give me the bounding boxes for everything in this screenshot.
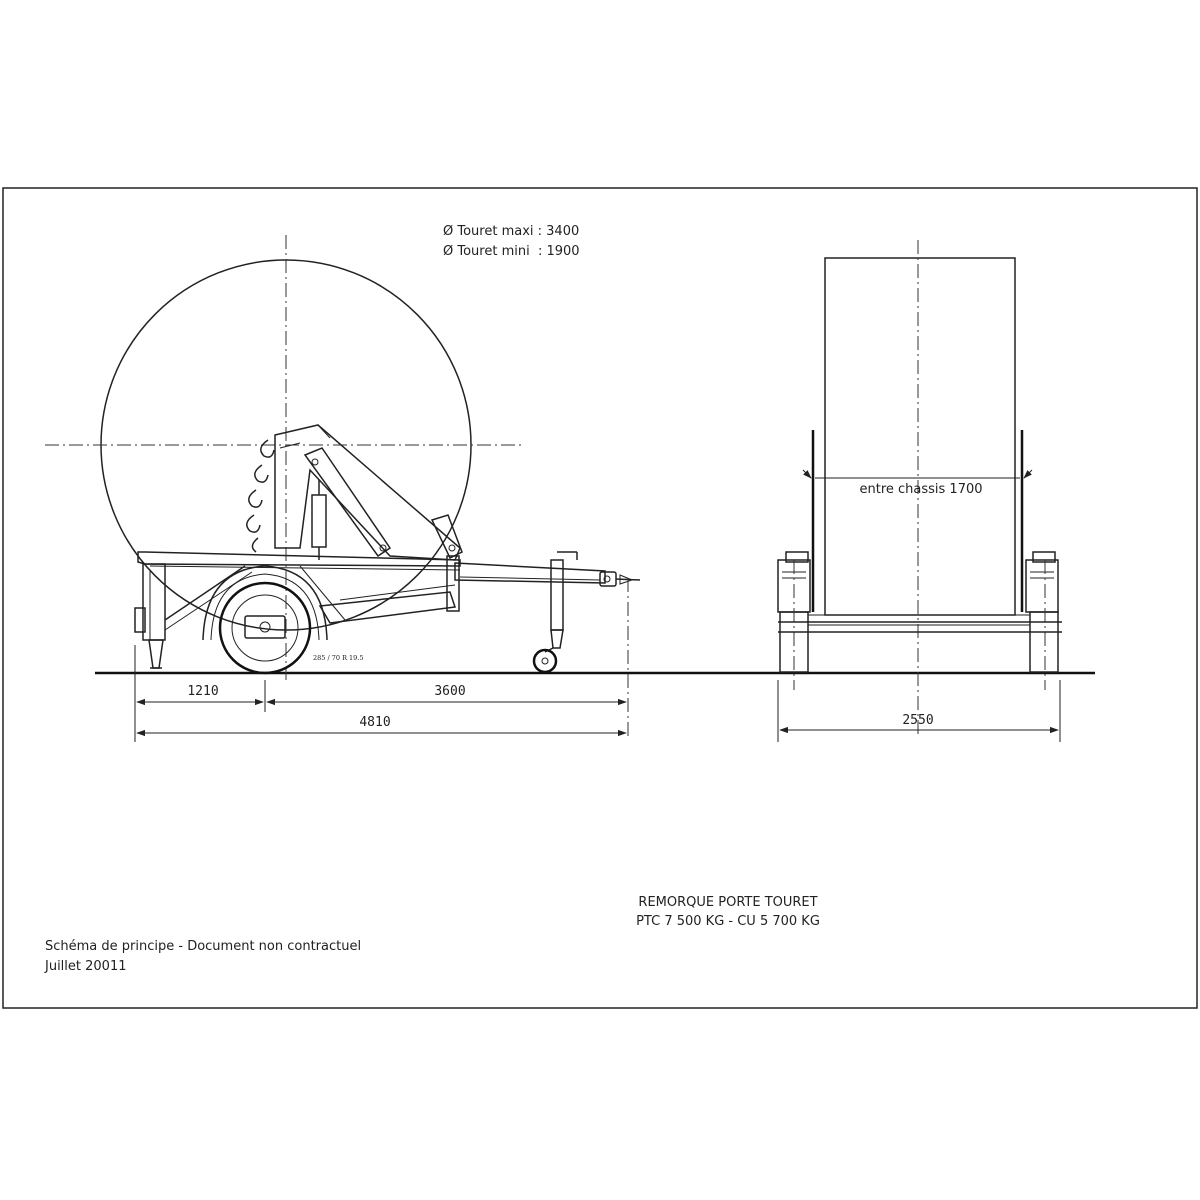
tyre-size-label: 285 / 70 R 19.5: [313, 654, 364, 662]
rear-axle: [778, 614, 1062, 633]
drawing-title: REMORQUE PORTE TOURET: [638, 895, 817, 910]
side-view: 285 / 70 R 19.5 1210 3600 4810: [45, 235, 641, 742]
dim-overall-length: 4810: [359, 715, 390, 730]
drawing-subtitle: PTC 7 500 KG - CU 5 700 KG: [636, 914, 820, 929]
disclaimer-note: Schéma de principe - Document non contra…: [45, 939, 361, 954]
touret-maxi-note: Ø Touret maxi : 3400: [443, 224, 579, 239]
date-note: Juillet 20011: [44, 959, 127, 974]
rear-right-wheel: [1025, 551, 1059, 690]
chassis-spacing-label: entre chassis 1700: [859, 482, 982, 497]
side-dimensions: [134, 645, 627, 742]
jockey-wheel-tyre: [532, 648, 558, 674]
rear-drum-profile: [824, 257, 1016, 616]
lifting-cradle: [246, 424, 463, 561]
dim-axle-to-hitch: 3600: [434, 684, 465, 699]
touret-mini-note: Ø Touret mini : 1900: [443, 244, 580, 259]
rear-view: [777, 240, 1062, 742]
side-chassis: [134, 551, 641, 669]
dim-rear-overhang: 1210: [187, 684, 218, 699]
side-wheel: [202, 565, 328, 675]
rear-left-wheel: [777, 551, 811, 690]
dim-overall-width: 2550: [902, 713, 933, 728]
drawing-frame: [2, 187, 1198, 1009]
jockey-wheel: [532, 551, 578, 674]
